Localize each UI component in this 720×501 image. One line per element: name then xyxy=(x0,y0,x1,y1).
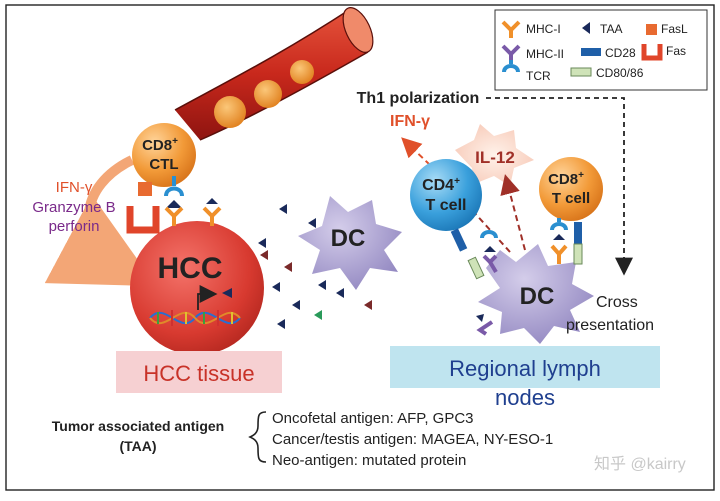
outer-frame xyxy=(5,4,715,491)
legend-cd28-icon xyxy=(581,48,601,56)
blood-cell xyxy=(290,60,314,84)
il12-label: IL-12 xyxy=(475,148,515,167)
il12-burst xyxy=(455,124,534,186)
fasl-icon xyxy=(138,182,152,196)
dc-left-label: DC xyxy=(331,225,366,252)
legend-fas: Fas xyxy=(666,44,686,58)
legend-mhc1-icon xyxy=(501,20,521,38)
cd8-ctl-sup: + xyxy=(172,136,178,147)
cd8-t-cell xyxy=(539,157,603,221)
taa-brace xyxy=(248,411,267,463)
legend-mhc1: MHC-I xyxy=(526,22,561,36)
transcription-arrow xyxy=(197,285,218,310)
perforin-label: perforin xyxy=(49,218,100,235)
granzyme-label: Granzyme B xyxy=(32,199,115,216)
cd4-dc-synapse xyxy=(450,228,498,280)
ifn-right-label: IFN-γ xyxy=(390,113,430,130)
dc-to-il12-arrow xyxy=(500,174,526,251)
legend-cd8086: CD80/86 xyxy=(596,66,644,80)
cd8t-sub: T cell xyxy=(552,190,590,207)
hcc-cell xyxy=(130,221,264,355)
hcc-label: HCC xyxy=(158,252,223,285)
dna-helix xyxy=(149,310,241,326)
cd4-label: CD4 xyxy=(422,177,454,194)
mhc1-icon xyxy=(202,198,222,226)
tcr-mhc1-complex xyxy=(164,176,184,226)
cd8-ctl-cell xyxy=(132,123,196,187)
watermark: 知乎 @kairry xyxy=(594,455,686,473)
cd8t-sup: + xyxy=(578,170,584,181)
lymph-label-1: Regional lymph xyxy=(449,356,601,381)
taa-title: Tumor associated antigen xyxy=(52,418,224,434)
legend-mhc2: MHC-II xyxy=(526,47,564,61)
legend-fas-icon xyxy=(641,44,663,61)
fas-icon xyxy=(126,206,160,234)
blood-cell xyxy=(254,80,282,108)
dc-right-label: DC xyxy=(520,283,555,310)
taa-title-abbr: (TAA) xyxy=(119,438,156,454)
hcc-tissue-label: HCC tissue xyxy=(143,361,254,386)
mhc2-on-dc-icon xyxy=(476,320,494,336)
presentation-label: presentation xyxy=(566,317,654,334)
blood-vessel xyxy=(174,7,374,141)
legend-cd28: CD28 xyxy=(605,46,636,60)
svg-text:CD8+: CD8+ xyxy=(142,136,178,154)
hcc-tissue-box xyxy=(116,351,282,393)
dc-left-cell xyxy=(298,196,402,290)
legend-tcr-icon xyxy=(502,60,520,73)
taa-on-dc-icon xyxy=(476,314,484,322)
taa-item: Neo-antigen: mutated protein xyxy=(272,452,466,469)
taa-particles xyxy=(258,204,372,329)
cd8t-label: CD8 xyxy=(548,171,578,188)
lymph-label-2: nodes xyxy=(495,385,555,410)
taa-item: Cancer/testis antigen: MAGEA, NY-ESO-1 xyxy=(272,431,553,448)
legend-tcr: TCR xyxy=(526,69,551,83)
cd8-ctl-sub: CTL xyxy=(149,156,178,173)
legend-fasl: FasL xyxy=(661,22,688,36)
taa-in-hcc-icon xyxy=(222,288,232,298)
legend-taa: TAA xyxy=(600,22,622,36)
cross-label: Cross xyxy=(596,294,638,311)
th1-label: Th1 polarization xyxy=(357,90,480,107)
legend-cd8086-icon xyxy=(570,67,592,77)
dc-right-cell xyxy=(478,244,594,344)
cd8-dc-synapse xyxy=(550,218,583,265)
ifn-left-label: IFN-γ xyxy=(56,179,93,196)
legend-fasl-icon xyxy=(646,24,657,35)
lymph-node-box xyxy=(390,346,660,388)
cd4-to-ifn-arrow xyxy=(401,137,431,166)
ctl-to-hcc-arrow xyxy=(44,155,157,287)
taa-item: Oncofetal antigen: AFP, GPC3 xyxy=(272,410,474,427)
blood-cell xyxy=(214,96,246,128)
svg-text:CD4+: CD4+ xyxy=(422,176,460,194)
cd4-t-cell xyxy=(410,159,482,231)
legend-taa-icon xyxy=(582,22,590,34)
legend: MHC-I MHC-II TCR TAA CD28 CD80/86 FasL F… xyxy=(494,9,708,91)
th1-to-cross-presentation-arrow xyxy=(486,97,633,276)
cd8-ctl-label: CD8 xyxy=(142,137,172,154)
svg-text:CD8+: CD8+ xyxy=(548,170,584,188)
cd4-sub: T cell xyxy=(426,197,467,214)
cd4-sup: + xyxy=(454,176,460,187)
